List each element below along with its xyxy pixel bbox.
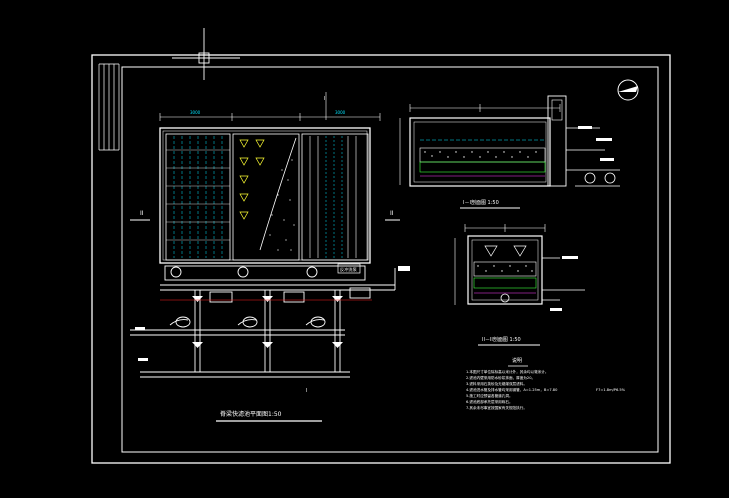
svg-text:3000: 3000: [190, 110, 201, 115]
notes-line-7: 7.其余未尽事宜按国家有关规范执行。: [466, 405, 527, 410]
title-block-strip: [98, 63, 120, 151]
plan-room-label: 反冲洗泵: [340, 266, 357, 273]
notes-line-2: 2.滤池内壁采用防水砂浆抹面，厚度为20。: [466, 375, 535, 380]
crosshair-cursor-icon: [172, 28, 240, 80]
sheet-inner-border: [121, 66, 659, 453]
section-2-view: II－II剖面图 1:50: [454, 224, 585, 346]
notes-heading: 说明: [512, 357, 522, 364]
sheet-outer-border: [91, 54, 671, 464]
notes-line-5: 5.施工时应预留各管道孔洞。: [466, 393, 513, 398]
section-2-title: II－II剖面图 1:50: [482, 336, 521, 343]
notes-line-3: 3.滤料采用石英砂及无烟煤双层滤料。: [466, 381, 527, 386]
plan-title: 脊梁快滤池平面图1:50: [220, 410, 282, 418]
notes-line-6: 6.滤池底部承托层采用砾石。: [466, 399, 513, 404]
plan-section-mark-right: II: [390, 210, 394, 217]
plan-section-mark-bottom: I: [306, 388, 307, 394]
plan-section-mark-top: I: [324, 96, 325, 102]
section-1-view: I－I剖面图 1:50: [399, 95, 620, 209]
plan-section-mark-left: II: [140, 210, 144, 217]
notes-line-1: 1.本图尺寸单位除标高以米计外，其余均以毫米计。: [466, 369, 549, 374]
svg-text:3000: 3000: [335, 110, 346, 115]
north-arrow-icon: [617, 79, 639, 101]
plan-view: 3000 3000: [130, 92, 410, 422]
notes-block: 说明 1.本图尺寸单位除标高以米计外，其余均以毫米计。 2.滤池内壁采用防水砂浆…: [466, 357, 626, 410]
notes-side-note: F7=1.8m/P6.5%: [596, 388, 626, 392]
notes-line-4: 4.滤池进水管及排水管均采用钢管，A=1.25m，B=7.80: [466, 387, 558, 392]
section-1-title: I－I剖面图 1:50: [463, 199, 499, 206]
